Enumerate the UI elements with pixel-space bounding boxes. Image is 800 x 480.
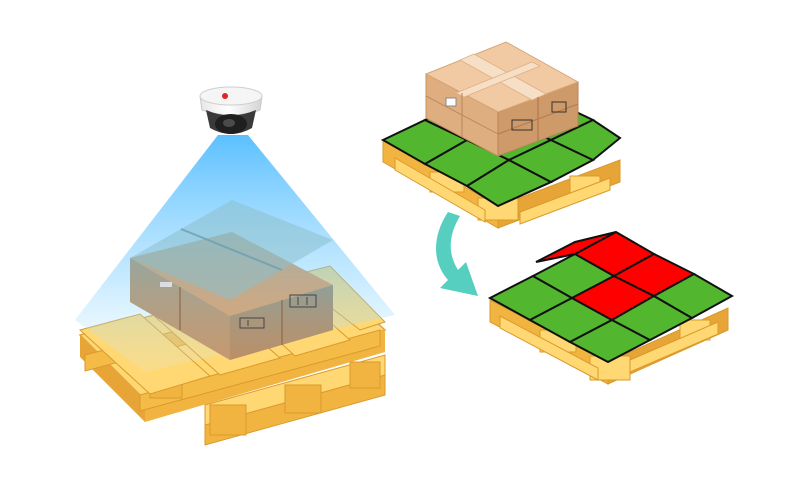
grid-cell-free [651,272,735,320]
curved-arrow-icon [436,212,478,296]
fragile-label-icon [239,317,265,329]
handling-symbols-icon [511,101,567,131]
handling-symbols-icon [289,294,317,308]
top-right-pallet [382,139,621,229]
dome-camera-icon [199,86,263,134]
top-right-box-stack [424,41,580,157]
left-box-stack [130,200,333,360]
grid-cell [548,118,622,162]
fragile-label-icon [445,97,457,107]
grid-cell-occupied [535,231,617,263]
occupancy-grid-after [487,230,735,364]
